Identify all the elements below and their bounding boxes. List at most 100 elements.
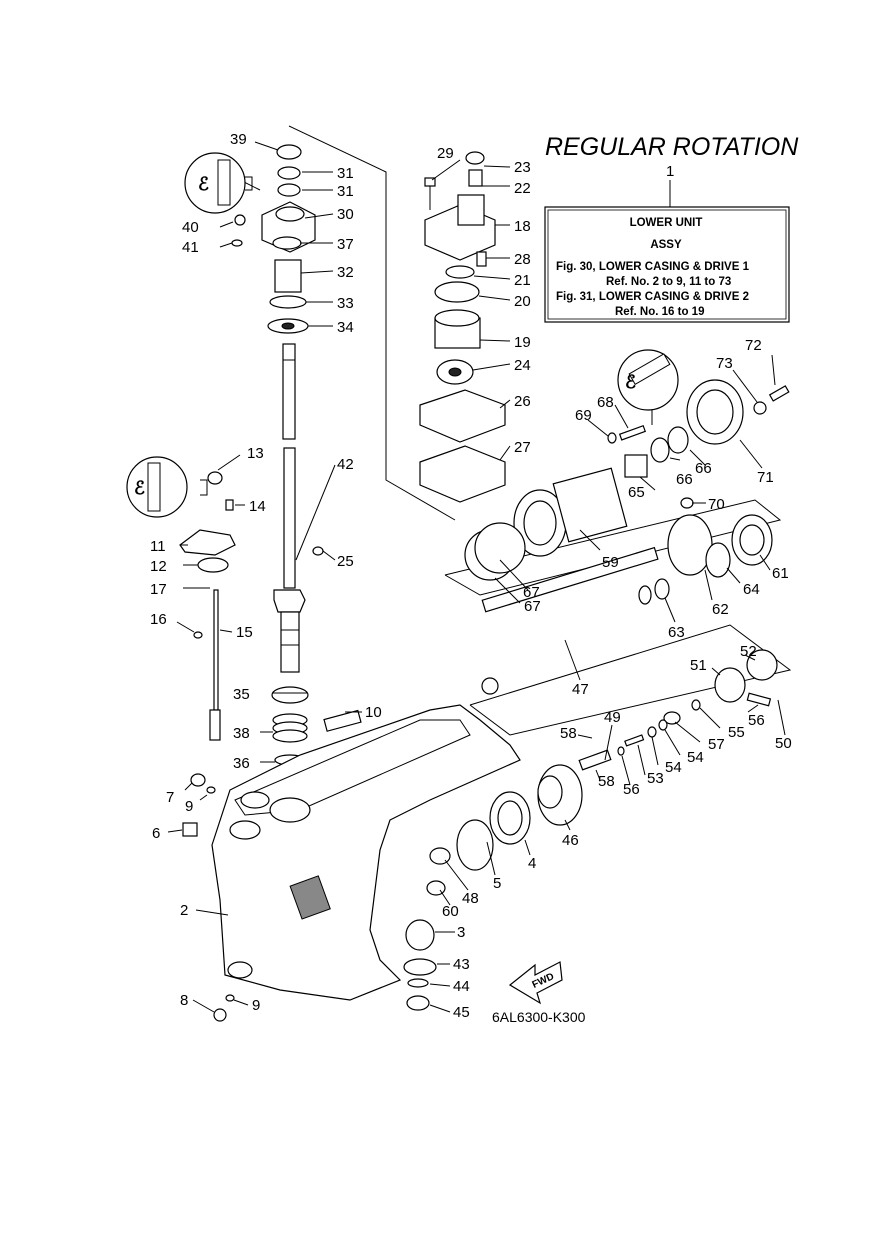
svg-text:ℰ: ℰ: [198, 174, 209, 194]
callout-41: 41: [182, 239, 199, 256]
callout-18: 18: [514, 218, 531, 235]
callout-21: 21: [514, 272, 531, 289]
callout-45: 45: [453, 1004, 470, 1021]
callout-17: 17: [150, 581, 167, 598]
callout-46: 46: [562, 832, 579, 849]
callout-2: 2: [180, 902, 188, 919]
callout-29: 29: [437, 145, 454, 162]
callout-48: 48: [462, 890, 479, 907]
callout-4: 4: [528, 855, 536, 872]
callout-56: 56: [748, 712, 765, 729]
callout-73: 73: [716, 355, 733, 372]
callout-62: 62: [712, 601, 729, 618]
propeller-shaft-parts: [456, 379, 790, 871]
callout-69: 69: [575, 407, 592, 424]
callout-59: 59: [602, 554, 619, 571]
callout-55: 55: [728, 724, 745, 741]
info-line-5: Fig. 31, LOWER CASING & DRIVE 2: [556, 291, 749, 303]
callout-71: 71: [757, 469, 774, 486]
callout-44: 44: [453, 978, 470, 995]
callout-3: 3: [457, 924, 465, 941]
callout-60: 60: [442, 903, 459, 920]
driveshaft-parts: [261, 144, 316, 766]
sealant-tube-icon: ℰ: [126, 456, 208, 518]
callout-57: 57: [708, 736, 725, 753]
callout-63: 63: [668, 624, 685, 641]
callout-31: 31: [337, 165, 354, 182]
callout-67: 67: [524, 598, 541, 615]
callout-11: 11: [150, 538, 166, 555]
svg-text:ℰ: ℰ: [134, 478, 145, 498]
callout-51: 51: [690, 657, 707, 674]
callout-36: 36: [233, 755, 250, 772]
callout-38: 38: [233, 725, 250, 742]
fwd-arrow-icon: FWD: [508, 961, 563, 1005]
diagram-title: REGULAR ROTATION: [545, 133, 799, 161]
callout-23: 23: [514, 159, 531, 176]
callout-16: 16: [150, 611, 167, 628]
callout-61: 61: [772, 565, 789, 582]
callout-66: 66: [676, 471, 693, 488]
callout-27: 27: [514, 439, 531, 456]
callout-5: 5: [493, 875, 501, 892]
callout-13: 13: [247, 445, 264, 462]
callout-9: 9: [252, 997, 260, 1014]
callout-6: 6: [152, 825, 160, 842]
callout-66: 66: [695, 460, 712, 477]
callout-19: 19: [514, 334, 531, 351]
info-box: LOWER UNIT ASSY Fig. 30, LOWER CASING & …: [544, 206, 790, 323]
assembly-ref-number: 1: [666, 163, 674, 180]
callout-10: 10: [365, 704, 382, 721]
callout-20: 20: [514, 293, 531, 310]
loctite-tube-icon: ℰ: [184, 152, 253, 214]
callout-54: 54: [687, 749, 704, 766]
callout-9: 9: [185, 798, 193, 815]
callout-47: 47: [572, 681, 589, 698]
callout-72: 72: [745, 337, 762, 354]
info-line-4: Ref. No. 2 to 9, 11 to 73: [606, 276, 731, 288]
callout-24: 24: [514, 357, 531, 374]
callout-52: 52: [740, 643, 757, 660]
callout-32: 32: [337, 264, 354, 281]
callout-14: 14: [249, 498, 266, 515]
callout-49: 49: [604, 709, 621, 726]
callout-54: 54: [665, 759, 682, 776]
callout-56: 56: [623, 781, 640, 798]
callout-33: 33: [337, 295, 354, 312]
callout-70: 70: [708, 496, 725, 513]
callout-58: 58: [560, 725, 577, 742]
callout-67: 67: [523, 584, 540, 601]
callout-53: 53: [647, 770, 664, 787]
callout-28: 28: [514, 251, 531, 268]
callout-68: 68: [597, 394, 614, 411]
lower-small-parts: [179, 214, 451, 1022]
callout-31: 31: [337, 183, 354, 200]
callout-15: 15: [236, 624, 253, 641]
callout-37: 37: [337, 236, 354, 253]
callout-22: 22: [514, 180, 531, 197]
callout-50: 50: [775, 735, 792, 752]
callout-8: 8: [180, 992, 188, 1009]
callout-39: 39: [230, 131, 247, 148]
grease-tube-icon: ℰ: [617, 349, 679, 425]
callout-numbers: 39 31 31 30 40 41 37 32 33 34 29 23 22 1…: [150, 131, 792, 1021]
callout-35: 35: [233, 686, 250, 703]
callout-65: 65: [628, 484, 645, 501]
callout-7: 7: [166, 789, 174, 806]
callout-42: 42: [337, 456, 354, 473]
water-pump-parts: [419, 151, 506, 503]
lower-casing: [211, 704, 521, 1001]
callout-25: 25: [337, 553, 354, 570]
callout-40: 40: [182, 219, 199, 236]
callout-43: 43: [453, 956, 470, 973]
callout-34: 34: [337, 319, 354, 336]
callout-64: 64: [743, 581, 760, 598]
callout-leaders: [167, 141, 786, 1013]
callout-12: 12: [150, 558, 167, 575]
info-line-2: ASSY: [650, 239, 682, 251]
callout-58: 58: [598, 773, 615, 790]
diagram-code: 6AL6300-K300: [492, 1009, 586, 1025]
callout-26: 26: [514, 393, 531, 410]
svg-text:ℰ: ℰ: [625, 372, 636, 392]
